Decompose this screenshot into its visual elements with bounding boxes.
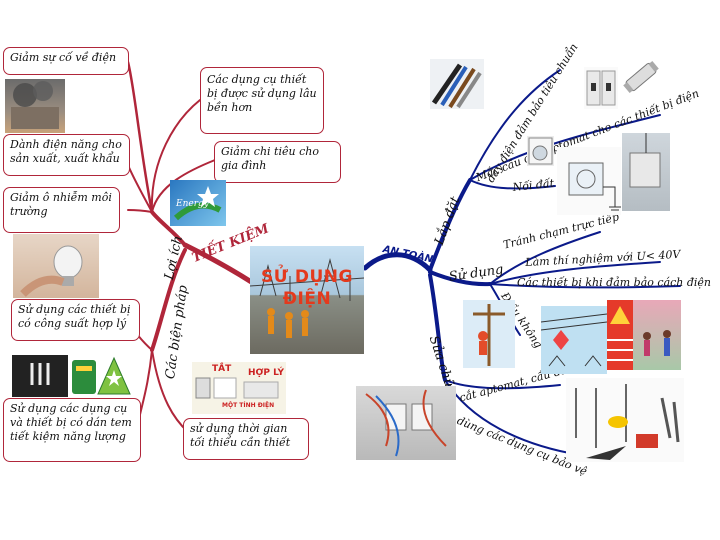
cfl-bulb-icon — [30, 363, 50, 385]
grounding-diagram-icon — [568, 162, 621, 211]
meter-box-icon — [629, 133, 661, 188]
benefit-durable-devices: Các dụng cụ thiết bị được sử dụng lâu bề… — [200, 67, 324, 134]
cables-image — [430, 59, 484, 109]
warning-sign-image — [607, 300, 633, 370]
method-energy-label: Sử dụng các dụng cụ và thiết bị có dán t… — [3, 398, 141, 462]
turn-off-poster-image: TẮT HỢP LÝ MỘT TÍNH ĐIỆN — [192, 362, 286, 414]
tem-tat-text: TẮT — [212, 364, 232, 374]
center-power-station-image: SỬ DỤNG ĐIỆN — [250, 246, 364, 354]
center-title: SỬ DỤNG ĐIỆN — [250, 266, 364, 310]
energy-label-icon — [72, 356, 131, 395]
power-station-icon — [250, 258, 364, 338]
method-minimum-time: sử dụng thời gian tối thiểu cần thiết — [183, 418, 309, 460]
safety-tools-icon — [575, 384, 680, 460]
electrician-pole-image — [463, 300, 515, 368]
washing-machine-icon — [528, 137, 553, 165]
bulb-hand-image — [13, 234, 99, 298]
breaker-image — [584, 67, 618, 109]
branch-left-trunk — [182, 242, 256, 286]
electrician-icon — [473, 304, 505, 366]
center-title-line2: ĐIỆN — [282, 289, 332, 309]
kite-warning-icon — [541, 313, 607, 367]
benefit-energy-production: Dành điện năng cho sản xuất, xuất khẩu — [3, 134, 130, 176]
benefit-reduce-spending: Giảm chi tiêu cho gia đình — [214, 141, 341, 183]
panel-board-image — [356, 386, 456, 460]
kids-icon — [643, 330, 671, 356]
grounding-diagram-image — [557, 147, 621, 215]
energy-star-logo-image: Energy — [170, 180, 226, 226]
kites-warning-image — [541, 306, 607, 374]
energy-label-image — [70, 356, 132, 396]
breaker-icon — [586, 70, 616, 106]
washing-machine-image — [527, 136, 554, 166]
tem-mot-tinh-dien-text: MỘT TÍNH ĐIỆN — [222, 402, 275, 409]
branch-right-trunk — [362, 252, 433, 273]
energy-logo-text: Energy — [175, 199, 210, 209]
benefit-reduce-incidents: Giảm sự cố về điện — [3, 47, 129, 75]
benefit-reduce-pollution: Giảm ô nhiễm môi trường — [3, 187, 120, 233]
outdoor-box-image — [622, 133, 670, 211]
branch-left-down — [150, 248, 187, 352]
fire-scene-image — [5, 79, 65, 133]
cfl-bulb-image — [12, 355, 68, 397]
cables-icon — [431, 63, 482, 109]
kids-scene-image — [633, 300, 681, 370]
fire-icon — [11, 81, 59, 129]
method-proper-power: Sử dụng các thiết bị có công suất hợp lý — [11, 299, 140, 341]
switch-icon — [195, 377, 279, 399]
safety-tools-image — [566, 378, 684, 462]
warning-sign-icon — [607, 306, 633, 361]
center-title-line1: SỬ DỤNG — [261, 267, 353, 287]
use-insulated-devices: Các thiết bị khi đảm bảo cách điện — [517, 276, 712, 289]
energy-star-icon: Energy — [173, 186, 222, 221]
fuse-icon — [623, 60, 659, 94]
tem-hop-ly-text: HỢP LÝ — [248, 368, 284, 378]
branch-left-up — [150, 210, 187, 247]
light-bulb-icon — [20, 245, 83, 297]
fuse-image — [621, 57, 661, 97]
panel-board-icon — [365, 389, 447, 457]
